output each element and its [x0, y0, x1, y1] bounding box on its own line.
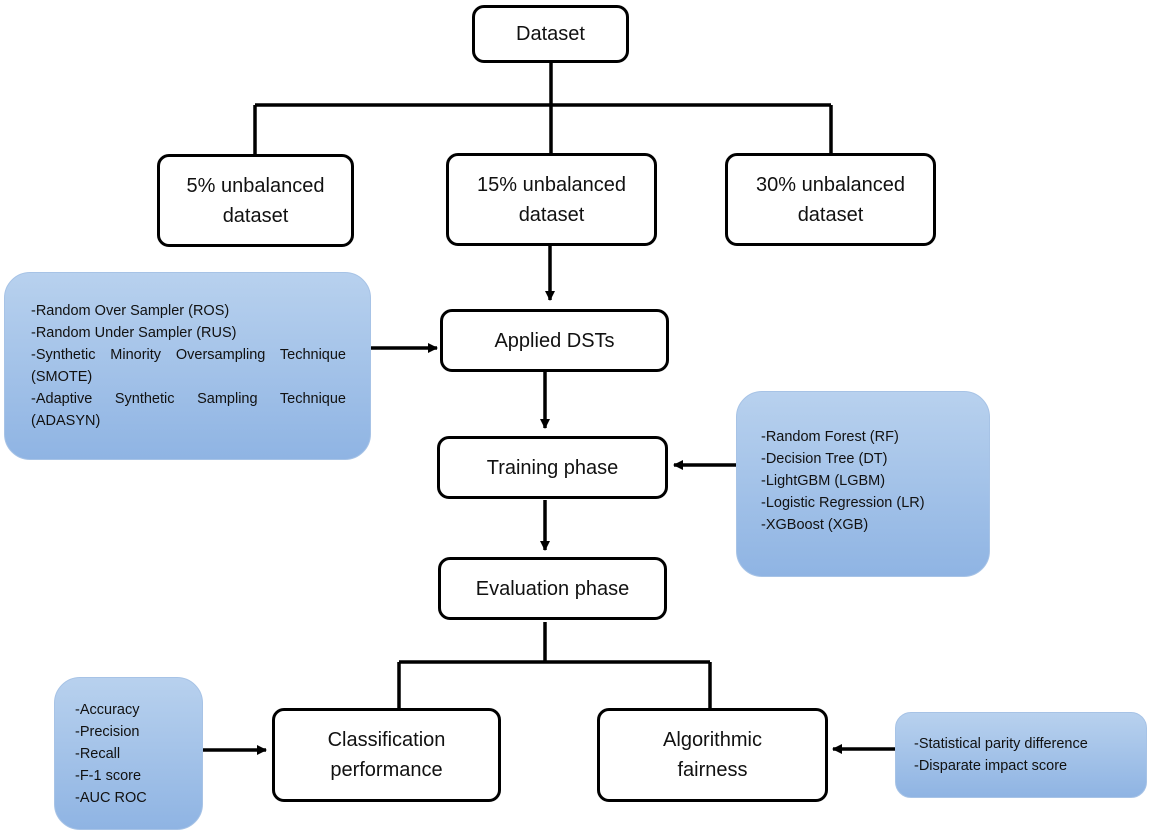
- dataset-box: Dataset: [472, 5, 629, 63]
- training-phase-label: Training phase: [486, 456, 619, 479]
- models-list: -Random Forest (RF) -Decision Tree (DT) …: [761, 426, 973, 536]
- models-item: -LightGBM (LGBM): [761, 473, 886, 489]
- classification-performance-box: Classification performance: [272, 708, 501, 802]
- applied-dsts-label: Applied DSTs: [494, 329, 615, 352]
- unbalanced-5-box: 5% unbalanced dataset: [157, 154, 354, 247]
- dsts-item: -Synthetic Minority Oversampling Techniq…: [31, 347, 346, 385]
- fairness-metric-item: -Statistical parity difference: [914, 736, 1088, 752]
- dsts-item: -Adaptive Synthetic Sampling Technique (…: [31, 391, 346, 429]
- classification-metric-item: -Recall: [75, 745, 121, 762]
- dsts-item: -Random Under Sampler (RUS): [31, 325, 237, 341]
- models-item: -Random Forest (RF): [761, 429, 899, 445]
- models-item: -Decision Tree (DT): [761, 451, 888, 467]
- evaluation-phase-box: Evaluation phase: [438, 557, 667, 620]
- fairness-metric-item: -Disparate impact score: [914, 758, 1068, 774]
- dataset-label: Dataset: [516, 23, 585, 45]
- unbalanced-5-label: 5% unbalanced dataset: [186, 174, 325, 227]
- models-note: -Random Forest (RF) -Decision Tree (DT) …: [736, 391, 990, 577]
- dsts-list: -Random Over Sampler (ROS) -Random Under…: [31, 300, 346, 432]
- dsts-item: -Random Over Sampler (ROS): [31, 303, 230, 319]
- unbalanced-30-box: 30% unbalanced dataset: [725, 153, 936, 246]
- applied-dsts-box: Applied DSTs: [440, 309, 669, 372]
- dsts-note: -Random Over Sampler (ROS) -Random Under…: [4, 272, 371, 460]
- training-phase-box: Training phase: [437, 436, 668, 499]
- unbalanced-30-label: 30% unbalanced dataset: [755, 173, 905, 226]
- classification-metric-item: -F-1 score: [75, 767, 142, 784]
- classification-metric-item: -AUC ROC: [75, 789, 147, 806]
- models-item: -XGBoost (XGB): [761, 517, 869, 533]
- classification-metrics-list: -Accuracy -Precision -Recall -F-1 score …: [75, 699, 192, 809]
- algorithmic-fairness-label: Algorithmic fairness: [663, 729, 762, 781]
- evaluation-phase-label: Evaluation phase: [475, 577, 630, 600]
- fairness-metrics-list: -Statistical parity difference -Disparat…: [914, 733, 1138, 777]
- models-item: -Logistic Regression (LR): [761, 495, 925, 511]
- unbalanced-15-label: 15% unbalanced dataset: [476, 173, 626, 226]
- classification-metric-item: -Precision: [75, 723, 140, 740]
- unbalanced-15-box: 15% unbalanced dataset: [446, 153, 657, 246]
- fairness-metrics-note: -Statistical parity difference -Disparat…: [895, 712, 1147, 798]
- classification-metric-item: -Accuracy: [75, 701, 140, 718]
- classification-metrics-note: -Accuracy -Precision -Recall -F-1 score …: [54, 677, 203, 830]
- classification-performance-label: Classification performance: [327, 729, 446, 781]
- algorithmic-fairness-box: Algorithmic fairness: [597, 708, 828, 802]
